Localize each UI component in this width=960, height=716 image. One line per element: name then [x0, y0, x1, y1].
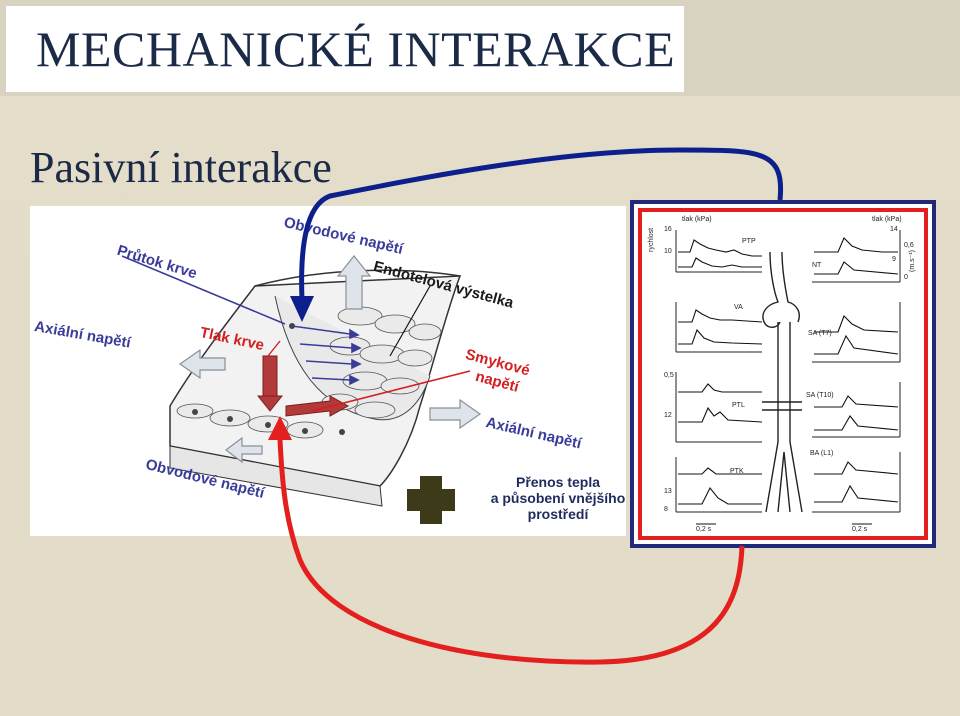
- waveforms: [678, 237, 899, 505]
- axis-label-rychlost: rychlost: [648, 227, 655, 252]
- label-nt: NT: [812, 262, 822, 269]
- tick-06: 0,6: [904, 242, 914, 249]
- scale-label-right: 0,2 s: [852, 526, 868, 533]
- tick-10: 10: [664, 248, 672, 255]
- slide-title: MECHANICKÉ INTERAKCE: [36, 21, 676, 77]
- tick-14: 14: [890, 226, 898, 233]
- heat-line-3: prostředí: [527, 506, 589, 522]
- heat-line-2: a působení vnějšího: [490, 490, 626, 506]
- cell-nuclei: [192, 323, 345, 435]
- tick-0: 0: [904, 274, 908, 281]
- slide-subtitle: Pasivní interakce: [30, 143, 332, 192]
- axis-label-rychlost-unit: (m.s⁻¹): [909, 250, 916, 272]
- flow-lines: [121, 255, 362, 386]
- label-ptk: PTK: [730, 468, 744, 475]
- heat-line-1: Přenos tepla: [515, 474, 601, 490]
- graph-label-tlak-1: tlak (kPa): [682, 216, 712, 223]
- graph-label-tlak-2: tlak (kPa): [872, 216, 902, 223]
- graphs-panel-inner: tlak (kPa) tlak (kPa) 16 10 14 9 0,6 0 0…: [638, 208, 928, 540]
- tick-13: 13: [664, 488, 672, 495]
- label-sa-t7: SA (T7): [808, 330, 832, 337]
- graphs-panel: tlak (kPa) tlak (kPa) 16 10 14 9 0,6 0 0…: [630, 200, 936, 548]
- label-ptp: PTP: [742, 238, 756, 245]
- title-background: MECHANICKÉ INTERAKCE: [6, 6, 684, 92]
- label-ptl: PTL: [732, 402, 745, 409]
- pressure-arrows: [256, 355, 350, 417]
- shear-pointer: [311, 370, 471, 412]
- tick-12: 12: [664, 412, 672, 419]
- heat-transfer-note: Přenos tepla a působení vnějšího prostře…: [478, 474, 638, 522]
- label-sa-t10: SA (T10): [806, 392, 834, 399]
- tick-9: 9: [892, 256, 896, 263]
- tick-05: 0,5: [664, 372, 674, 379]
- aorta-sketch: [762, 251, 803, 513]
- tick-8: 8: [664, 506, 668, 513]
- label-va: VA: [734, 304, 743, 311]
- waveform-graphs: [675, 230, 901, 525]
- pressure-pointer: [267, 340, 281, 357]
- label-ba-l1: BA (L1): [810, 450, 834, 457]
- vessel-wall-illustration: [121, 255, 482, 507]
- tick-16: 16: [664, 226, 672, 233]
- scale-label-left: 0,2 s: [696, 526, 712, 533]
